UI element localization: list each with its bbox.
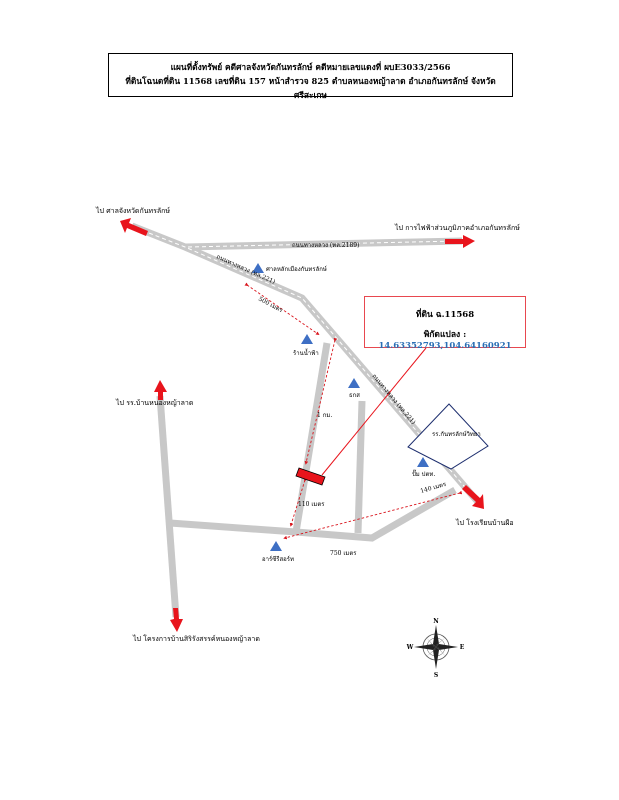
label-dist-1km: 1 กม. (317, 412, 332, 419)
label-dest-ne: ไป การไฟฟ้าส่วนภูมิภาคอำเภอกันทรลักษ์ (394, 223, 520, 232)
coord-value: 14.63352793,104.64160921 (378, 341, 512, 351)
land-parcel-11568 (295, 467, 326, 486)
map-title-box: แผนที่ตั้งทรัพย์ คดีศาลจังหวัดกันทรลักษ์… (108, 53, 513, 100)
parcel-pointer-line (321, 347, 427, 476)
label-school: รร.กันทรลักษ์วิทยา (432, 430, 481, 438)
road-network (130, 222, 481, 618)
title-line-1: แผนที่ตั้งทรัพย์ คดีศาลจังหวัดกันทรลักษ์… (170, 62, 451, 72)
title-line-2: ที่ดินโฉนดที่ดิน 11568 เลขที่ดิน 157 หน้… (125, 76, 496, 100)
destination-arrows (120, 218, 484, 632)
coord-label: พิกัดแปลง : (423, 330, 467, 340)
label-bank: ธกส (349, 392, 360, 399)
arrow-ne (445, 235, 475, 248)
parcel-info-box: ที่ดิน ฉ.11568 พิกัดแปลง : 14.63352793,1… (364, 296, 526, 351)
label-road-2189: ถนนทางหลวง (ทล.2189) (292, 242, 359, 249)
label-dist-110: 110 เมตร (298, 501, 325, 508)
compass-e: E (460, 644, 465, 651)
bank-marker-icon (348, 378, 360, 388)
label-resort: อาร์ซีรีสอร์ท (262, 555, 294, 563)
label-dest-w: ไป รร.บ้านหนองหญ้าลาด (115, 398, 193, 407)
compass-rose-icon: N E S W (406, 618, 465, 679)
parcel-coordinates: พิกัดแปลง : 14.63352793,104.64160921 (365, 327, 525, 351)
school-area (407, 403, 489, 470)
compass-n: N (433, 618, 439, 625)
arrow-north-west-road (154, 380, 167, 400)
label-road-221-b: ถนนทางหลวง (ทล.221) (370, 373, 416, 426)
resort-marker-icon (270, 541, 282, 551)
label-gas: ปั๊ม ปตท. (412, 469, 435, 478)
road-west (156, 395, 180, 618)
parcel-number: ที่ดิน ฉ.11568 (415, 310, 475, 320)
gas-station-marker-icon (417, 457, 429, 467)
compass-s: S (434, 672, 438, 679)
road-centerlines (135, 227, 471, 494)
arrow-nw (120, 218, 148, 236)
label-dist-500: 500 เมตร (257, 296, 284, 315)
compass-w: W (406, 644, 414, 651)
arrow-south-west-road (170, 608, 183, 632)
arrow-se (462, 485, 484, 509)
road-soi-bank (354, 400, 366, 534)
label-dest-nw: ไป ศาลจังหวัดกันทรลักษ์ (95, 206, 170, 215)
shop-marker-icon (301, 334, 313, 344)
landmark-markers (252, 263, 429, 551)
label-shrine: ศาลหลักเมืองกันทรลักษ์ (266, 265, 327, 273)
road-bottom (169, 486, 457, 542)
label-dest-se: ไป โรงเรียนบ้านผือ (455, 518, 514, 527)
label-shop: ร้านน้ำฟ้า (293, 347, 319, 357)
shrine-marker-icon (252, 263, 264, 273)
distance-lines (244, 282, 463, 540)
label-dest-sw: ไป โครงการบ้านสิริรังสรรค์หนองหญ้าลาด (132, 634, 260, 643)
label-dist-750: 750 เมตร (330, 550, 357, 557)
